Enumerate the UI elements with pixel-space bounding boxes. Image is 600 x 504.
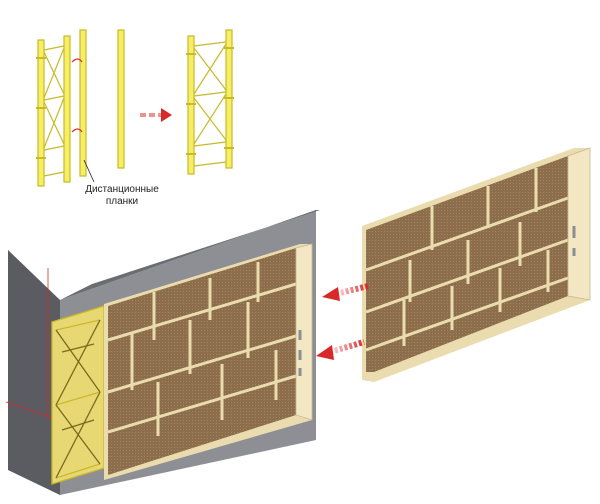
corner-ladder-mounted <box>51 305 105 485</box>
insert-arrow-upper <box>322 283 369 301</box>
ladder-frame-assembled <box>186 29 234 175</box>
facade-panel-mounted <box>104 243 313 480</box>
facade-panel-loose <box>362 147 591 382</box>
ladder-frame-left <box>36 35 71 187</box>
callout-line-2: планки <box>105 196 139 207</box>
insert-arrow-lower <box>316 339 365 360</box>
transition-arrow <box>140 108 172 122</box>
callout-leader <box>83 159 95 183</box>
callout-line-1: Дистанционные <box>85 184 159 195</box>
spacer-strip-loose <box>71 29 87 177</box>
spacer-strip-single <box>117 29 125 169</box>
spacer-strips-callout: Дистанционные планки <box>72 184 172 208</box>
spacer-strip-assembly <box>36 29 125 187</box>
